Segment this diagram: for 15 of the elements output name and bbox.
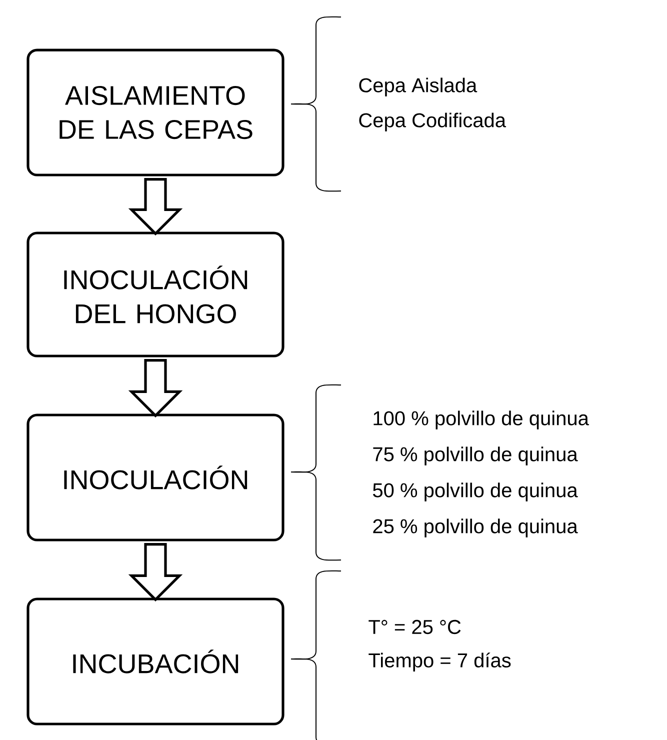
- annotation-text: 25 % polvillo de quinua: [373, 518, 578, 538]
- process-box: INOCULACIÓN DEL HONGO: [26, 232, 284, 358]
- block-arrow: [128, 178, 183, 236]
- annotation-text: 75 % polvillo de quinua: [373, 446, 578, 466]
- annotation-text: Cepa Codificada: [359, 112, 506, 132]
- annotation-text: Tiempo = 7 días: [368, 652, 511, 672]
- process-box: INCUBACIÓN: [26, 598, 284, 726]
- annotation-text: Cepa Aislada: [359, 78, 478, 96]
- annotation-text: 50 % polvillo de quinua: [373, 482, 578, 502]
- block-arrow: [128, 359, 183, 418]
- process-box: INOCULACIÓN: [26, 414, 284, 542]
- annotation-text: T° = 25 °C: [368, 620, 461, 634]
- process-box: AISLAMIENTO DE LAS CEPAS: [26, 48, 284, 176]
- annotation-text: 100 % polvillo de quinua: [374, 410, 589, 430]
- block-arrow: [128, 543, 183, 602]
